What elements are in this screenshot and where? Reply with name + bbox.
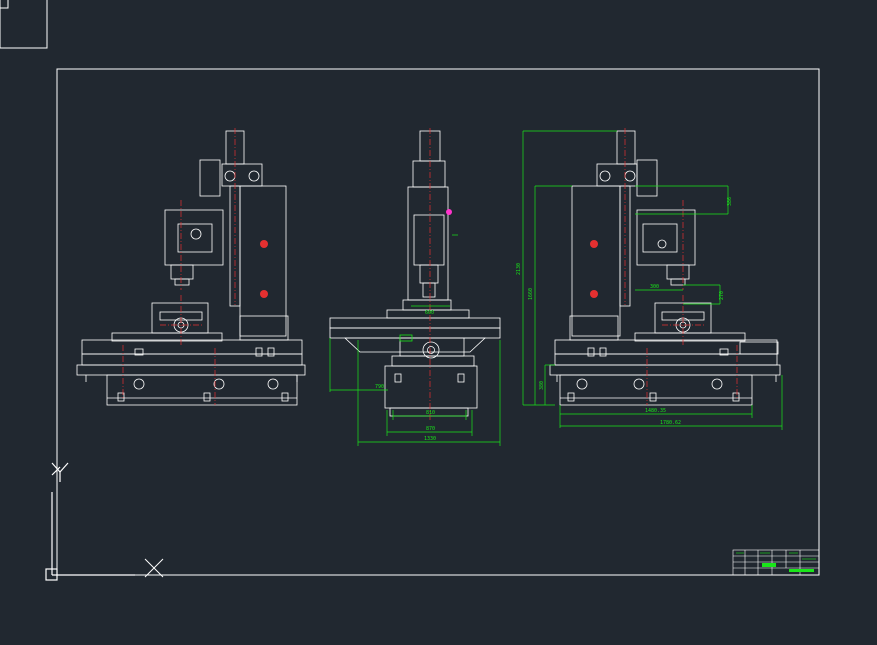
right-view-dimensions xyxy=(522,130,783,430)
dim-380: 380 xyxy=(539,381,545,390)
dim-790: 790 xyxy=(375,384,384,390)
dim-300: 300 xyxy=(650,284,659,290)
dim-810: 810 xyxy=(426,410,435,416)
dim-870: 870 xyxy=(426,426,435,432)
drawing-border xyxy=(56,68,820,576)
crosshair-icon xyxy=(144,558,164,578)
left-view-centerlines xyxy=(122,128,236,405)
dim-600: 600 xyxy=(425,310,434,316)
right-view-dim-text: 2130 1660 380 386 300 270 1480.35 1780.6… xyxy=(516,197,733,426)
title-block xyxy=(732,549,820,576)
dim-1660: 1660 xyxy=(528,288,534,300)
dim-386: 386 xyxy=(727,197,733,206)
dim-2130: 2130 xyxy=(516,263,522,275)
left-side-view xyxy=(76,130,306,406)
dim-270: 270 xyxy=(719,291,725,300)
dim-1780: 1780.62 xyxy=(660,420,681,426)
right-side-view xyxy=(549,130,781,406)
dim-1330: 1330 xyxy=(424,436,436,442)
ucs-axis-icon xyxy=(45,462,135,581)
front-view-dim-text: 600 790 810 870 1330 xyxy=(375,310,436,442)
viewport-corner-marker xyxy=(0,0,48,49)
front-view-dimensions xyxy=(329,234,501,446)
right-view-centerlines xyxy=(624,128,738,405)
front-view xyxy=(329,130,501,417)
dim-1480: 1480.35 xyxy=(645,408,666,414)
